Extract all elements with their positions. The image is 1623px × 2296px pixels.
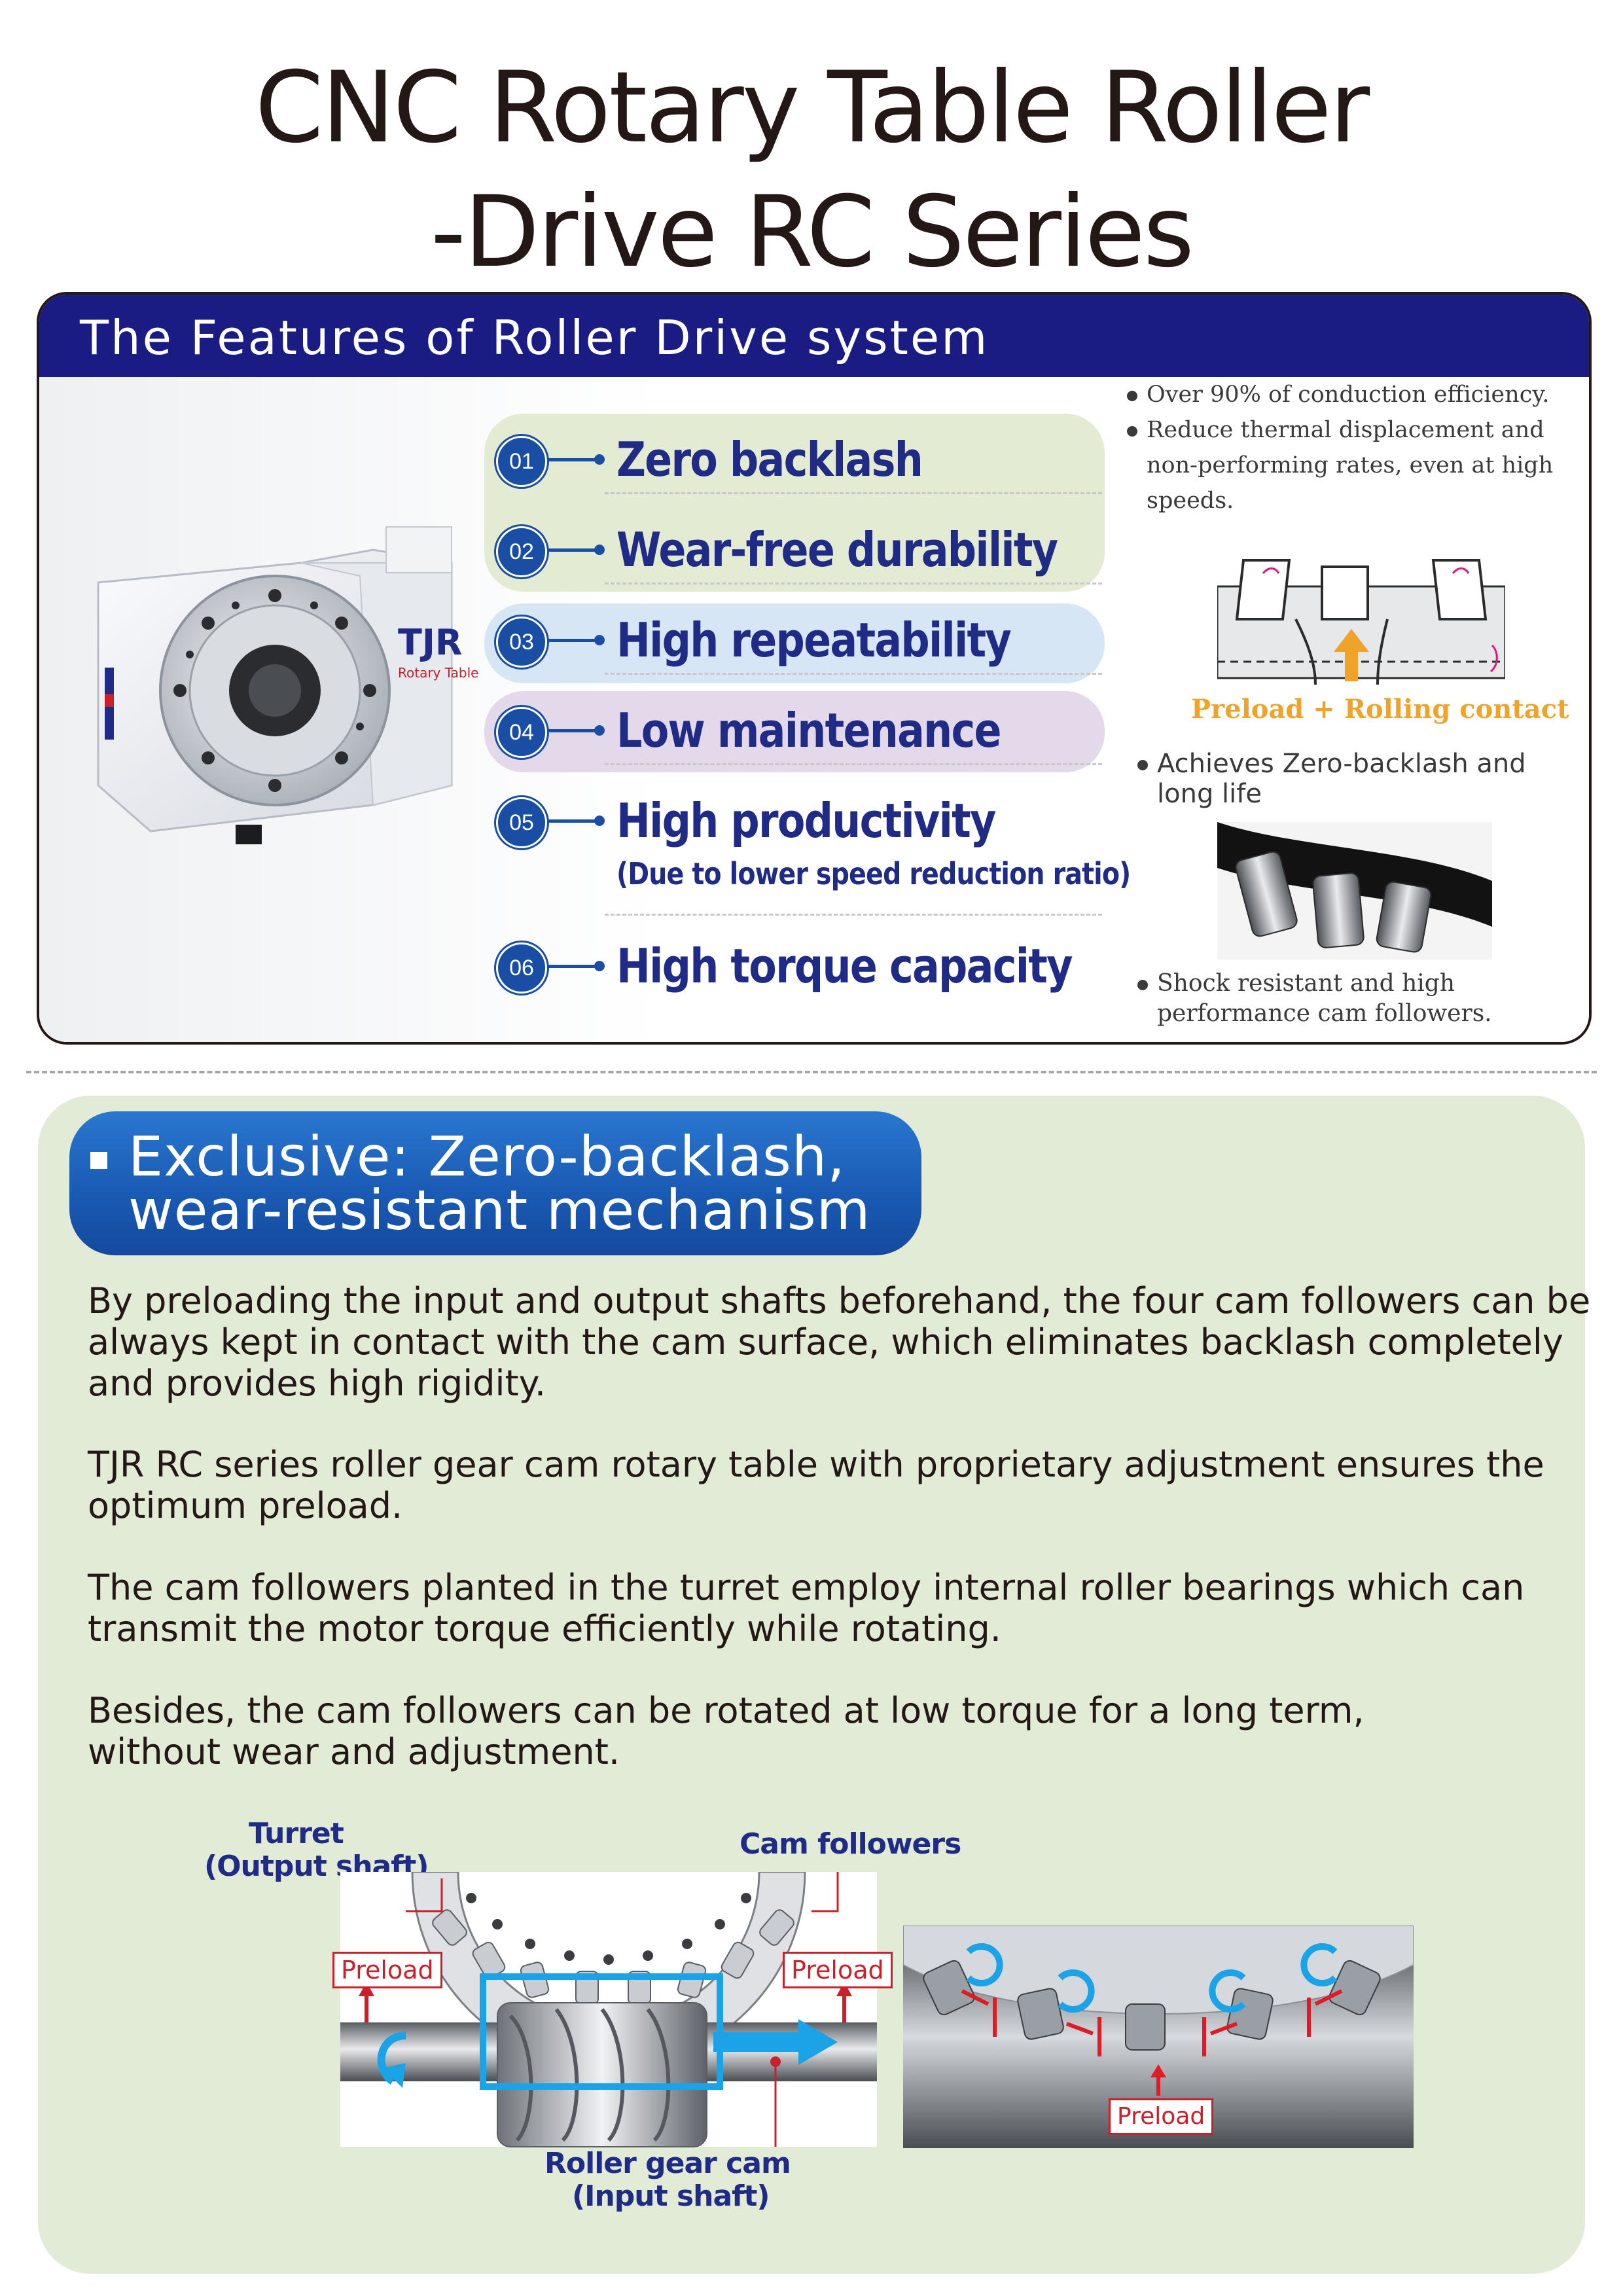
feature-number: 03 [496,617,547,668]
features-header: The Features of Roller Drive system [39,295,1589,377]
pill-green [484,414,1105,592]
paragraph-line: Besides, the cam followers can be rotate… [88,1690,1364,1731]
preload-tag-right: Preload [783,1952,893,1988]
note-text: Reduce thermal displacement and [1147,417,1544,443]
feature-label: Low maintenance [616,703,1002,758]
bullet-icon [1137,760,1148,770]
connector-line [547,729,599,732]
paragraph-line: TJR RC series roller gear cam rotary tab… [88,1444,1544,1485]
connector-line [547,639,599,642]
paragraph-bearings: The cam followers planted in the turret … [88,1567,1554,1649]
feature-label: High productivity [616,793,996,848]
bullet-icon [1127,425,1137,437]
paragraph-adjustment: TJR RC series roller gear cam rotary tab… [88,1444,1554,1526]
divider [605,492,1102,494]
roller-gear-cam-diagram [340,1872,877,2147]
preload-rolling-diagram [1217,547,1505,685]
note-text: Over 90% of conduction efficiency. [1147,382,1550,408]
page-title-line2: -Drive RC Series [430,175,1194,289]
divider [605,583,1102,584]
note-text: Shock resistant and high [1157,970,1455,997]
exclusive-heading-line2: wear-resistant mechanism [128,1178,871,1242]
roller-gear-cam-sub-label: (Input shaft) [572,2179,770,2213]
bullet-icon [1137,980,1148,990]
paragraph-low-torque: Besides, the cam followers can be rotate… [88,1690,1554,1772]
page-title: CNC Rotary Table Roller -Drive RC Series [0,46,1623,295]
bullet-icon [1127,390,1137,401]
paragraph-line: optimum preload. [88,1485,403,1526]
connector-line [547,548,599,552]
connector-dot [594,635,605,645]
feature-number: 05 [496,797,547,848]
paragraph-line: By preloading the input and output shaft… [88,1280,1591,1321]
paragraph-line: always kept in contact with the cam surf… [88,1321,1563,1363]
note-efficiency: Over 90% of conduction efficiency. [1127,377,1550,412]
brand-sub: Rotary Table [398,665,478,681]
feature-label: High repeatability [616,613,1012,668]
features-header-text: The Features of Roller Drive system [80,310,990,365]
paragraph-line: transmit the motor torque efficiently wh… [88,1608,1001,1649]
feature-label: High torque capacity [616,939,1073,994]
preload-tag-left: Preload [332,1952,442,1988]
cam-follower-photo [1217,822,1492,960]
feature-number: 04 [496,707,547,758]
exclusive-heading-line1: Exclusive: Zero-backlash, [128,1124,846,1189]
divider [605,914,1102,916]
note-text: Achieves Zero-backlash and [1157,749,1526,779]
connector-line [547,458,599,461]
paragraph-line: without wear and adjustment. [88,1731,620,1772]
connector-line [547,819,599,823]
note-text: performance cam followers. [1157,1000,1492,1027]
paragraph-line: The cam followers planted in the turret … [88,1567,1525,1608]
note-text: speeds. [1147,488,1234,514]
brand-logo: TJR [398,622,463,663]
connector-dot [594,816,605,826]
preload-tag-closeup: Preload [1109,2098,1214,2135]
preload-rolling-caption: Preload + Rolling contact [1191,694,1569,725]
roller-gear-cam-label: Roller gear cam [544,2147,791,2180]
note-zero-backlash: Achieves Zero-backlash and long life [1137,749,1526,809]
feature-label: Zero backlash [616,432,923,487]
cam-followers-label: Cam followers [740,1827,961,1861]
page-title-line1: CNC Rotary Table Roller [255,51,1370,165]
feature-number: 02 [496,526,547,577]
note-shock-resistant: Shock resistant and high performance cam… [1137,969,1492,1029]
note-thermal: Reduce thermal displacement and non-perf… [1127,412,1553,518]
feature-label: Wear-free durability [616,522,1058,577]
connector-dot [594,725,605,736]
feature-number: 01 [496,436,547,487]
square-bullet-icon [90,1152,107,1169]
paragraph-preload: By preloading the input and output shaft… [88,1280,1591,1404]
note-text: long life [1157,779,1262,809]
divider [605,763,1102,765]
divider [605,673,1102,675]
note-text: non-performing rates, even at high [1147,452,1554,478]
turret-label: Turret [249,1817,344,1850]
feature-05-sub: (Due to lower speed reduction ratio) [616,856,1131,891]
paragraph-line: and provides high rigidity. [88,1363,546,1404]
rotary-table-product-image: TJR Rotary Table [97,526,478,844]
connector-dot [594,454,605,465]
connector-dot [594,545,605,555]
exclusive-heading-banner [69,1111,921,1255]
connector-dot [594,961,605,971]
section-separator [26,1071,1597,1073]
feature-number: 06 [496,942,547,994]
connector-line [547,965,599,968]
pill-blue [484,603,1105,683]
